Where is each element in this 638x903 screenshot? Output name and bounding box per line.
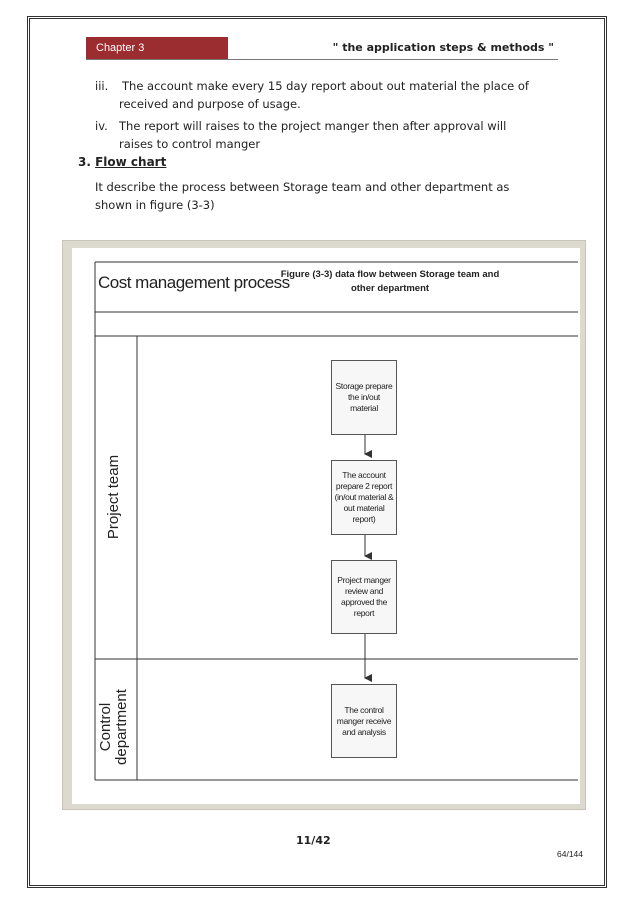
figure-canvas	[72, 248, 580, 804]
figure-caption-line1: Figure (3-3) data flow between Storage t…	[280, 269, 500, 280]
flow-node-account-report: The account prepare 2 report (in/out mat…	[331, 460, 397, 535]
section-body-line2: shown in figure (3-3)	[95, 198, 215, 212]
lane-label-project-team: Project team	[105, 454, 122, 540]
list-item-iii-line1: The account make every 15 day report abo…	[122, 79, 529, 93]
header-rule	[86, 59, 558, 60]
chapter-title: " the application steps & methods "	[332, 41, 554, 54]
flow-node-manager-review: Project manger review and approved the r…	[331, 560, 397, 634]
list-item-iv-line1: The report will raises to the project ma…	[119, 119, 507, 133]
list-marker: iii.	[95, 79, 109, 93]
list-item-iv-line2: raises to control manger	[119, 137, 261, 151]
figure-caption: Figure (3-3) data flow between Storage t…	[250, 268, 530, 296]
list-item-iii-line2: received and purpose of usage.	[119, 97, 301, 111]
page-number: 11/42	[296, 834, 331, 847]
figure-caption-line2: other department	[350, 283, 430, 294]
section-title: Flow chart	[95, 155, 167, 169]
flow-node-control-analysis: The control manger receive and analysis	[331, 684, 397, 758]
flow-node-storage-prepare: Storage prepare the in/out material	[331, 360, 397, 435]
chapter-label: Chapter 3	[86, 37, 228, 59]
list-item-iii: iii.	[95, 77, 108, 96]
diagram-title: Cost management process	[98, 273, 290, 292]
page-total: 64/144	[557, 849, 583, 859]
lane-label-control-department: Control department	[97, 689, 130, 765]
section-number: 3.	[78, 155, 91, 169]
list-marker: iv.	[95, 119, 108, 133]
page-border	[27, 16, 607, 888]
list-item-iv: iv.	[95, 117, 108, 136]
section-heading: 3. Flow chart	[78, 155, 166, 169]
section-body-line1: It describe the process between Storage …	[95, 180, 510, 194]
